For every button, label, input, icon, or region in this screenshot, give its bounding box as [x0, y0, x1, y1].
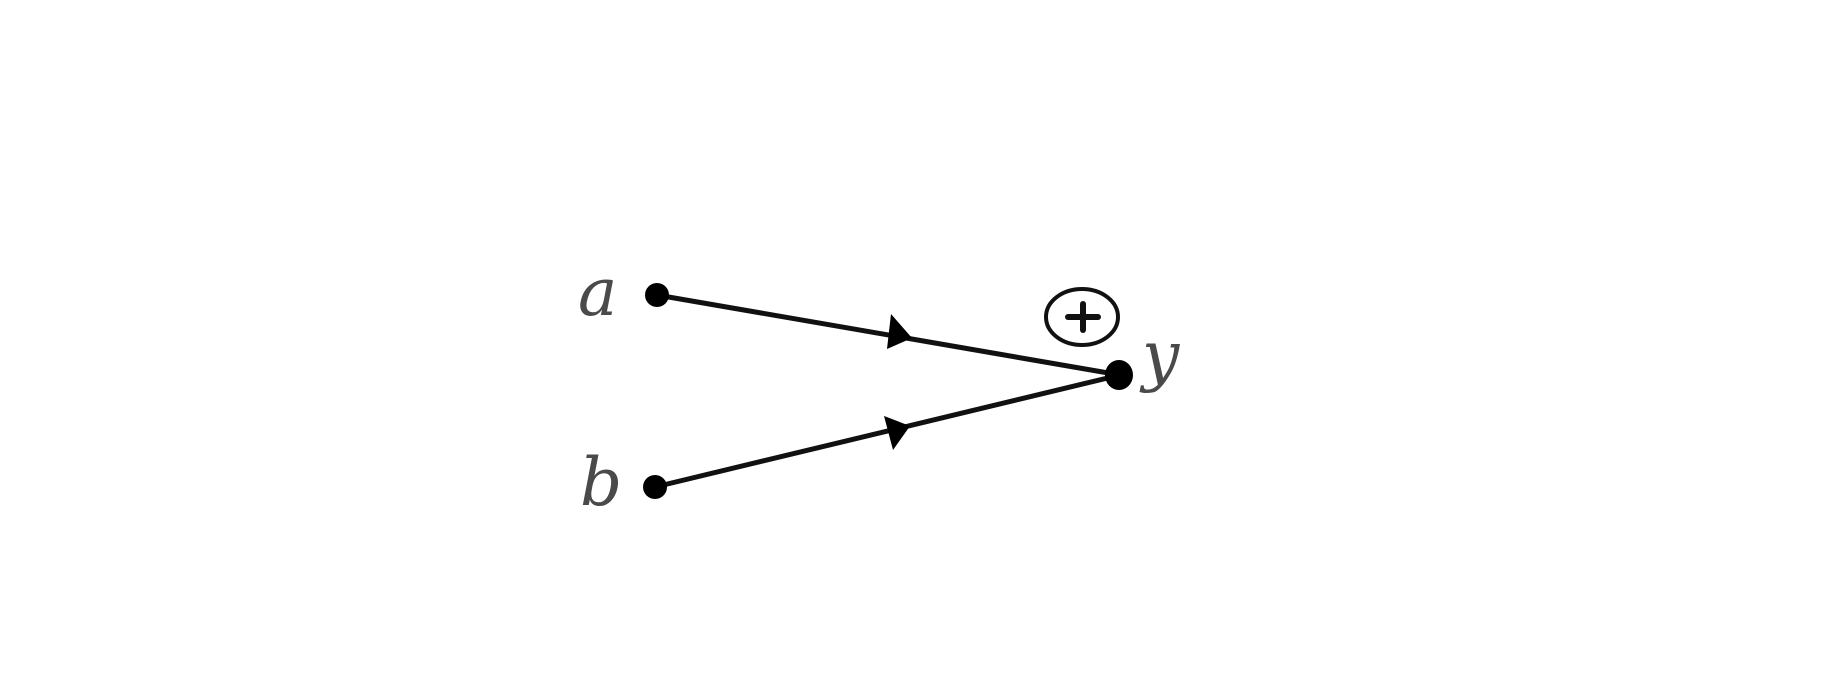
plus-in-circle-icon [1044, 287, 1120, 347]
edge-a-to-y [654, 292, 1123, 378]
edge-b-to-y [652, 372, 1123, 490]
node-b-label: b [580, 444, 622, 521]
edge-a-to-y-line [654, 292, 1123, 378]
node-a-dot [645, 283, 669, 307]
node-y-label: y [1139, 317, 1180, 394]
node-a-label: a [578, 254, 617, 331]
edge-a-to-y-arrowhead [887, 314, 912, 349]
node-y-dot [1105, 360, 1133, 390]
edge-b-to-y-arrowhead [884, 416, 910, 450]
node-b-dot [643, 475, 667, 499]
edge-b-to-y-line [652, 372, 1123, 490]
